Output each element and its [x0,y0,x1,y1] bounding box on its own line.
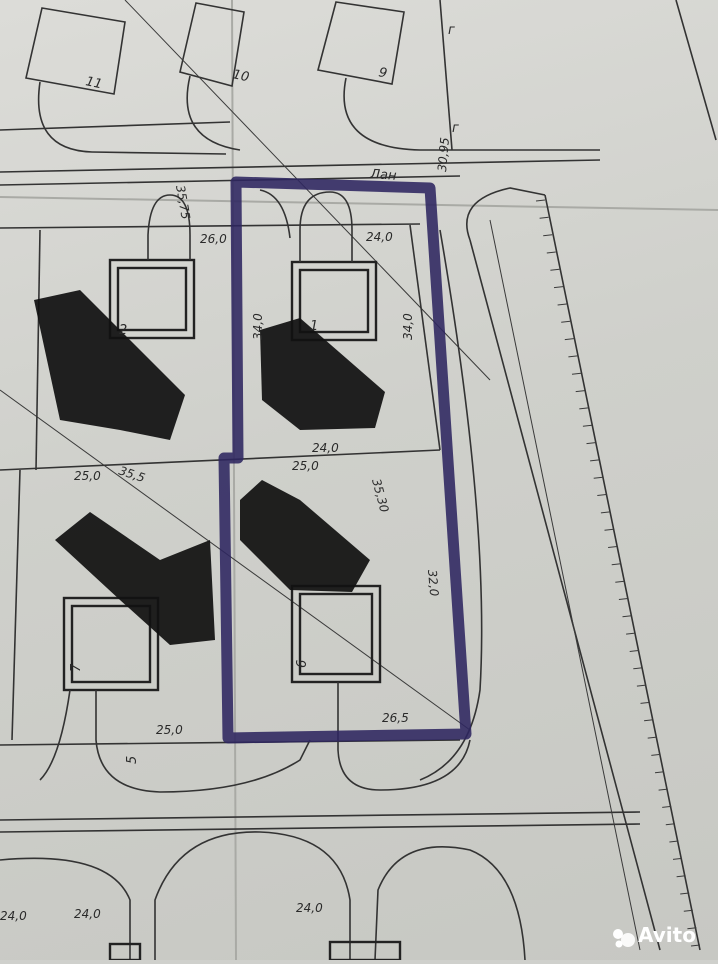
bottom-row [0,831,526,962]
lot-number-6: 6 [295,660,310,668]
bottom-building [328,940,402,962]
dim-label: 26,0 [200,232,227,246]
building-2-inner [116,266,188,332]
driveway-6 [337,682,471,791]
avito-logo-dot [615,940,623,948]
lot-number-2: 2 [119,323,127,338]
dim-label: 30,95 [435,137,452,172]
survey-line [0,389,471,731]
building-9 [317,1,405,85]
dim-label: 35,5 [117,464,147,486]
building-1-inner [298,268,370,334]
road-edge [469,239,661,951]
redaction-blob [55,512,215,645]
right-road [419,187,701,951]
building-6-inner [298,592,374,676]
dim-label: 35,30 [369,477,392,514]
dim-label: 32,0 [425,569,441,597]
redaction-blob [260,318,385,430]
dim-label: 24,0 [312,441,339,455]
road-edge [439,0,453,151]
lot-number-7: 7 [69,663,84,672]
lot-number-10: 10 [231,67,250,85]
dimension-labels: 26,0 24,0 34,0 34,0 24,0 25,0 25,0 35,5 … [0,23,459,923]
road-edge [0,121,231,131]
redactions [34,290,385,645]
road-edge [489,219,641,951]
bottom-curve [0,857,131,960]
street-letter: г [448,23,455,38]
road-line [0,159,601,173]
bottom-curve [154,831,351,960]
building-7 [62,596,160,692]
road-edge [544,194,701,951]
redaction-blob [240,480,370,592]
lot-number-1: 1 [310,319,318,334]
driveway-curve [186,75,241,151]
bottom-building [108,942,142,962]
boundary [11,469,21,741]
dim-label: 25,0 [156,723,183,737]
dim-label: 26,5 [382,711,409,725]
lower-buildings [39,584,471,793]
boundary [35,229,41,471]
dim-label: 24,0 [366,230,393,244]
driveway-2 [147,194,191,260]
dim-label: 34,0 [401,313,415,340]
building-7-inner [70,604,152,684]
avito-wordmark: Avito [638,923,696,947]
boundary [0,223,421,229]
top-row-buildings [0,0,717,155]
lot-number-11: 11 [84,74,103,92]
avito-logo-dot [621,933,635,947]
driveway-7 [95,690,311,793]
lot-number-5: 5 [125,756,140,764]
driveway-curve [37,81,227,155]
lot-curve [419,229,483,781]
paper-fold-vertical [231,0,237,961]
dim-label: 25,0 [292,459,319,473]
road-edge [675,0,717,141]
boundary [409,224,441,451]
boundary [0,811,641,821]
road-ticks [535,199,701,947]
handwritten-note: Лан [369,167,398,184]
driveway-1 [299,191,353,262]
building-1 [290,260,378,342]
road-curve [466,187,546,241]
dim-label: 34,0 [251,313,265,340]
street-letter: г [452,121,459,136]
dim-label: 35,75 [173,184,193,220]
bottom-curve [374,846,526,961]
redaction-blob [34,290,185,440]
boundary [0,823,641,833]
lot-labels: 11 10 9 2 1 6 7 5 [69,65,388,764]
dim-label: 25,0 [74,469,101,483]
building-2 [108,258,196,340]
building-10 [179,2,245,88]
middle-buildings [108,189,378,342]
driveway-7-curve [39,689,71,781]
road [0,0,601,731]
lot-number-9: 9 [377,65,388,81]
driveway-curve [343,77,600,151]
road-line [0,175,461,186]
driveway-1-curve [259,189,291,239]
avito-logo-dot [613,929,623,939]
building-11 [25,7,126,95]
highlighted-lot-outline [218,176,472,744]
dim-label: 24,0 [74,907,101,921]
dim-label: 24,0 [0,909,27,923]
avito-watermark: Avito [613,923,696,948]
survey-line [124,0,491,381]
paper-fold-horizontal [0,196,718,211]
dim-label: 24,0 [296,901,323,915]
